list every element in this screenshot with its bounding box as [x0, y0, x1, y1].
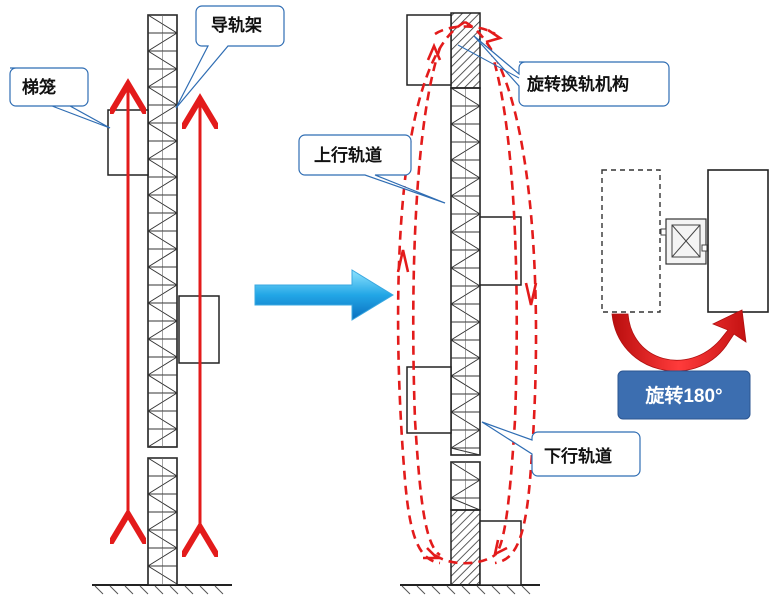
transition-arrow — [254, 269, 394, 321]
rotation-mechanism-box — [660, 218, 708, 265]
left-mast-lower — [147, 457, 178, 586]
arrowhead-down — [524, 282, 538, 306]
middle-mast-lower — [450, 461, 481, 511]
rotate-180-badge: 旋转180° — [617, 370, 751, 420]
arrowhead-top-right — [485, 28, 504, 44]
callout-cage: 梯笼 — [9, 67, 111, 129]
left-ground — [92, 584, 232, 595]
arrowhead-bottom-right — [493, 539, 508, 557]
label-guide-rail: 导轨架 — [211, 15, 262, 36]
cage-before-rotation — [601, 169, 661, 313]
label-up-track: 上行轨道 — [314, 145, 382, 166]
rotation-arrow — [611, 309, 747, 372]
arrowhead-bottom-left — [423, 547, 441, 560]
rotation-detail: 旋转180° — [601, 169, 769, 420]
middle-mast-upper — [450, 87, 481, 456]
left-tower — [92, 14, 232, 595]
callout-up-track: 上行轨道 — [298, 134, 446, 204]
middle-cage-bottom — [479, 520, 522, 586]
left-mast-upper — [147, 14, 178, 448]
middle-tower — [396, 12, 540, 595]
cage-after-rotation — [707, 169, 769, 313]
label-cage: 梯笼 — [22, 77, 56, 98]
label-down-track: 下行轨道 — [544, 446, 612, 467]
callout-rotation-mechanism: 旋转换轨机构 — [457, 35, 670, 107]
arrowhead-up — [396, 249, 410, 273]
middle-cage-top — [406, 14, 452, 86]
label-rotate-180: 旋转180° — [644, 384, 722, 407]
rotation-section-top — [450, 12, 481, 89]
arrowhead-top-left — [426, 42, 442, 61]
label-rotation-mechanism: 旋转换轨机构 — [526, 74, 629, 95]
rotation-section-bottom — [450, 509, 481, 586]
callout-guide-rail: 导轨架 — [175, 5, 285, 109]
circulation-path — [396, 20, 538, 565]
circulation-arrowheads — [396, 28, 538, 560]
callout-down-track: 下行轨道 — [481, 421, 641, 477]
middle-ground — [400, 584, 540, 595]
